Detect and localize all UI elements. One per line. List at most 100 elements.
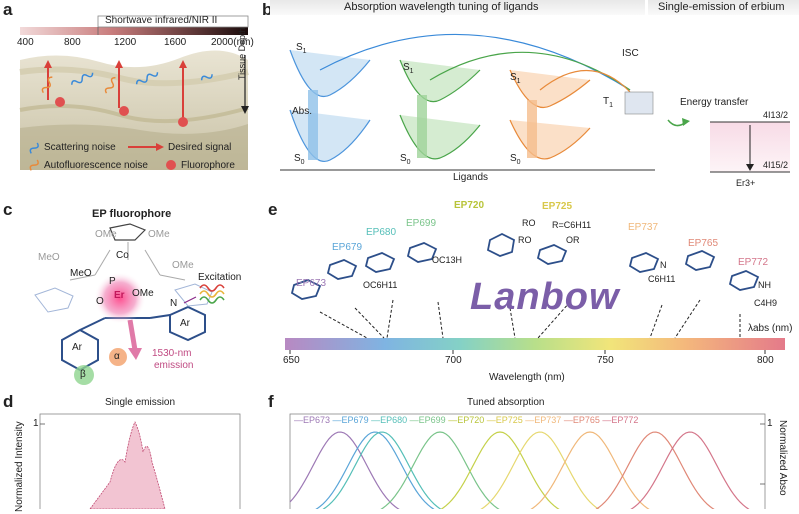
sub-oc6: OC6H11	[363, 280, 398, 290]
legend-autofluorescence: Autofluorescence noise	[44, 160, 148, 171]
s0-green: S0	[400, 153, 411, 166]
ar-label-2: Ar	[180, 318, 190, 329]
er-level-bottom: 4I15/2	[763, 160, 789, 170]
absorption-curve-ep720	[428, 431, 572, 514]
s1-green-text: S	[403, 62, 410, 73]
fluorophore-dot-3	[178, 117, 188, 127]
panel-f-figure	[289, 413, 766, 514]
excitation-label: Excitation	[198, 272, 242, 283]
compound-ep765: EP765	[688, 238, 719, 249]
panel-label-b: b	[262, 0, 273, 19]
tick-1200: 1200	[114, 37, 137, 48]
s1-orange-sub: 1	[516, 78, 521, 85]
compound-ep673: EP673	[296, 278, 327, 289]
ome-label-3: OMe	[172, 260, 194, 271]
er-glow	[94, 272, 146, 324]
fluorophore-dot-1	[55, 97, 65, 107]
s0-green-text: S	[400, 153, 407, 164]
compound-ep772: EP772	[738, 257, 769, 268]
ome-label-4: OMe	[132, 288, 154, 299]
sub-n: N	[660, 260, 667, 270]
header-left-bg	[270, 0, 645, 15]
ligands-label: Ligands	[453, 172, 489, 183]
legend-ep725-text: EP725	[495, 415, 523, 425]
legend-ep737-text: EP737	[534, 415, 562, 425]
s0-blue-text: S	[294, 153, 301, 164]
s1-green-sub: 1	[409, 68, 414, 75]
compound-ep699: EP699	[406, 218, 437, 229]
legend-ep725: —EP725	[486, 415, 523, 425]
panel-e-figure	[285, 232, 785, 354]
absorption-curve-ep725	[468, 431, 612, 514]
panel-c: EP fluorophore Co P Er MeO MeO OMe OMe O…	[0, 200, 265, 392]
legend-ep673-text: EP673	[303, 415, 331, 425]
legend-ep679-text: EP679	[341, 415, 369, 425]
absorption-curve-ep772	[618, 431, 762, 514]
compound-ep725: EP725	[542, 201, 573, 212]
s0-green-sub: 0	[406, 159, 411, 166]
wavelength-rainbow-bar	[285, 338, 785, 350]
s1-green: S1	[403, 62, 414, 75]
panel-c-figure	[34, 223, 225, 385]
panel-label-d: d	[3, 392, 14, 411]
fluorophore-dot-2	[119, 106, 129, 116]
panel-a: Shortwave infrared/NIR II 400 800 1200 1…	[0, 0, 260, 200]
tissue-depth-label: Tissue Depth	[237, 27, 247, 80]
ome-label-2: OMe	[148, 229, 170, 240]
emission-line-1: 1530-nm	[152, 348, 192, 359]
t1-text: T	[603, 96, 610, 107]
isc-label: ISC	[622, 48, 639, 59]
legend-ep765: —EP765	[563, 415, 600, 425]
legend-scattering: Scattering noise	[44, 142, 116, 153]
emission-line-2: emission	[154, 360, 194, 371]
legend-fluorophore: Fluorophore	[181, 160, 235, 171]
ome-label-1: OMe	[95, 229, 117, 240]
tick-400: 400	[17, 37, 34, 48]
absorption-curve-ep673	[289, 431, 412, 514]
o-label: O	[96, 296, 104, 307]
er-label: Er3+	[736, 178, 756, 188]
legend-ep699: —EP699	[409, 415, 446, 425]
t1-label: T1	[603, 96, 613, 109]
panel-b: Absorption wavelength tuning of ligands …	[270, 0, 799, 200]
co-label: Co	[116, 250, 129, 261]
absorption-curve-ep680	[310, 431, 454, 514]
e-axis-right: λabs (nm)	[748, 323, 793, 334]
s1-orange-text: S	[510, 72, 517, 83]
panel-d: Single emission 1 Normalized Intensity	[0, 392, 265, 514]
sub-c4h9: C4H9	[754, 298, 778, 308]
e-tick-750: 750	[597, 355, 614, 366]
sub-c6h11: C6H11	[648, 274, 676, 284]
s1-orange: S1	[510, 72, 521, 85]
absorption-curve-ep679	[303, 431, 447, 514]
legend-ep680: —EP680	[371, 415, 408, 425]
s0-orange: S0	[510, 153, 521, 166]
legend-ep680-text: EP680	[380, 415, 408, 425]
legend-ep772-text: EP772	[611, 415, 639, 425]
energy-transfer-label: Energy transfer	[680, 97, 749, 108]
single-emission-title: Single emission	[105, 397, 176, 408]
e-tick-700: 700	[445, 355, 462, 366]
s1-blue: S1	[296, 42, 307, 55]
t1-sub: 1	[609, 102, 614, 109]
s1-blue-sub: 1	[302, 48, 307, 55]
f-legend: —EP673 —EP679 —EP680 —EP699 —EP720 —EP72…	[294, 415, 638, 425]
er-center-label: Er	[114, 290, 125, 301]
legend-ep737: —EP737	[525, 415, 562, 425]
compound-ep680: EP680	[366, 227, 397, 238]
meo-label-2: MeO	[70, 268, 92, 279]
panel-f: Tuned absorption 1 Normalized Abso —EP67…	[270, 392, 799, 514]
sub-ro-1: RO	[522, 218, 536, 228]
tick-2000: 2000(nm)	[211, 37, 254, 48]
s0-orange-sub: 0	[516, 159, 521, 166]
legend-ep699-text: EP699	[418, 415, 446, 425]
panel-label-c: c	[3, 200, 13, 219]
legend-ep765-text: EP765	[572, 415, 600, 425]
f-ylabel: Normalized Abso	[777, 420, 788, 496]
header-left: Absorption wavelength tuning of ligands	[344, 1, 539, 13]
swir-label: Shortwave infrared/NIR II	[105, 15, 218, 26]
e-tick-800: 800	[757, 355, 774, 366]
panel-e: Lanbow EP673 EP679 EP680 EP699 EP720 EP7…	[270, 200, 799, 392]
s0-orange-text: S	[510, 153, 517, 164]
panel-a-figure	[19, 15, 249, 171]
